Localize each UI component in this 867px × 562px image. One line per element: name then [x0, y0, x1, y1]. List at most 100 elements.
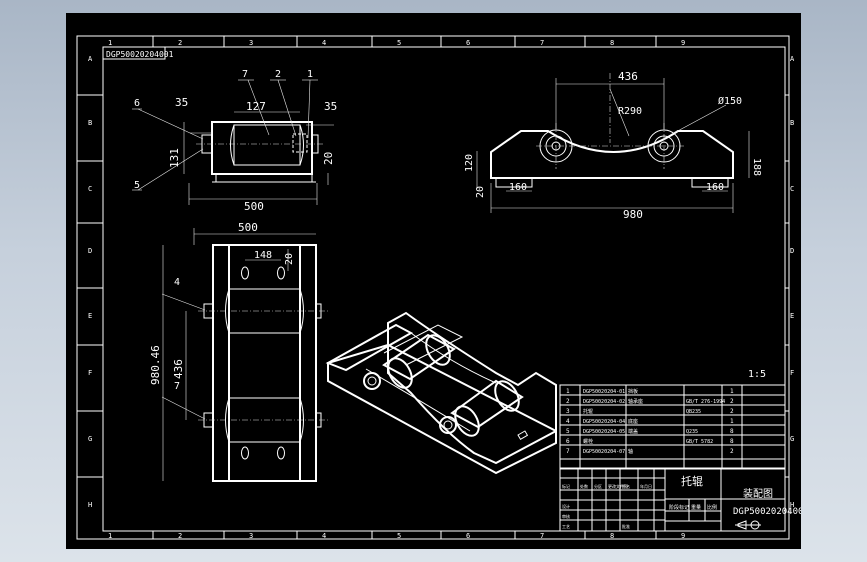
- title-scale-label: 比例: [707, 504, 717, 511]
- zone-col-top-3: 3: [249, 39, 253, 47]
- zone-col-top-5: 5: [397, 39, 401, 47]
- bom-code: DGP50020204-07: [583, 449, 625, 455]
- zone-col-bottom-5: 5: [397, 532, 401, 540]
- zone-row-left-F: F: [88, 369, 92, 377]
- bom-code: DGP50020204-01: [583, 389, 625, 395]
- bom-no: 1: [566, 388, 570, 395]
- top-dim-148: 148: [254, 250, 272, 261]
- top-part-4: 4: [174, 277, 180, 288]
- side-dim-dia150: Ø150: [718, 95, 742, 107]
- side-dim-160-right: 160: [706, 182, 724, 193]
- zone-col-top-6: 6: [466, 39, 470, 47]
- title-assembly: 装配图: [743, 487, 773, 500]
- bom-qty: 1: [730, 388, 734, 395]
- zone-row-left-G: G: [88, 435, 92, 443]
- projection-symbol: [735, 520, 761, 530]
- top-dim-436: 436: [172, 359, 185, 379]
- top-dim-500: 500: [238, 221, 258, 234]
- zone-col-bottom-1: 1: [108, 532, 112, 540]
- front-view: 7 2 1 6 5 35 127 35 131 20 500: [132, 69, 337, 213]
- bom-name: 轴承座: [628, 398, 643, 405]
- isometric-view: [325, 311, 557, 475]
- side-dim-120: 120: [464, 154, 475, 172]
- side-dim-188: 188: [751, 158, 762, 176]
- title-small-label: 签名: [622, 483, 630, 489]
- bom-spec: Q235: [686, 429, 698, 435]
- bom-code: DGP50020204-02: [583, 399, 625, 405]
- title-small-label: 工艺: [562, 524, 570, 529]
- zone-col-bottom-2: 2: [178, 532, 182, 540]
- zone-row-left-H: H: [88, 501, 92, 509]
- side-dim-980: 980: [623, 208, 643, 221]
- bom-no: 6: [566, 438, 570, 445]
- bom-qty: 1: [730, 418, 734, 425]
- zone-col-bottom-8: 8: [610, 532, 614, 540]
- title-small-label: 标记: [562, 483, 570, 489]
- iso-roller-back: [382, 333, 456, 389]
- bom-spec: QB235: [686, 409, 701, 415]
- bom-spec: GB/T 276-1994: [686, 399, 725, 405]
- code-box-text: DGP50020204001: [106, 50, 174, 59]
- zone-col-top-1: 1: [108, 39, 112, 47]
- zone-col-top-2: 2: [178, 39, 182, 47]
- zone-row-right-C: C: [790, 185, 794, 193]
- front-part-7: 7: [242, 69, 248, 80]
- zone-row-right-E: E: [790, 312, 794, 320]
- front-part-1: 1: [307, 69, 313, 80]
- side-view: 436 R290 Ø150 120 20 160 160 188 980: [464, 70, 762, 221]
- title-small-label: 批准: [622, 523, 630, 529]
- top-dim-980: 980.46: [149, 345, 162, 385]
- bom-no: 2: [566, 398, 570, 405]
- zone-row-right-F: F: [790, 369, 794, 377]
- front-dim-127: 127: [246, 100, 266, 113]
- bom-no: 4: [566, 418, 570, 425]
- title-stage-label: 阶段标记: [669, 504, 689, 511]
- top-dim-20: 20: [284, 253, 295, 265]
- front-dim-500: 500: [244, 200, 264, 213]
- title-name: 托辊: [681, 474, 703, 488]
- bom-code: 托辊: [583, 408, 593, 415]
- bom-spec: GB/T 5782: [686, 439, 713, 445]
- title-block-grid: 标记处数分区更改文件号签名年月日设计审核工艺批准: [560, 468, 665, 531]
- bom-code: DGP50020204-04: [583, 419, 625, 425]
- front-dim-131: 131: [168, 148, 181, 168]
- iso-roller-front: [450, 379, 524, 437]
- front-part-5: 5: [134, 180, 140, 191]
- zone-col-bottom-9: 9: [681, 532, 685, 540]
- front-part-6: 6: [134, 98, 140, 109]
- bom-qty: 8: [730, 438, 734, 445]
- zone-row-left-D: D: [88, 247, 92, 255]
- zone-row-right-H: H: [790, 501, 794, 509]
- zone-col-bottom-4: 4: [322, 532, 326, 540]
- zone-row-right-A: A: [790, 55, 795, 63]
- top-view: 4 7 500 148 20 980.46 436: [149, 221, 328, 482]
- code-box: [102, 46, 166, 60]
- bom-name: 端盖: [628, 428, 638, 435]
- title-small-label: 更改文件号: [608, 483, 628, 489]
- zone-row-left-C: C: [88, 185, 92, 193]
- title-small-label: 处数: [580, 483, 588, 489]
- zone-row-left-B: B: [88, 119, 92, 127]
- zone-col-top-9: 9: [681, 39, 685, 47]
- zone-row-right-D: D: [790, 247, 794, 255]
- drawing-border: [76, 35, 790, 540]
- bom-no: 7: [566, 448, 570, 455]
- bom-qty: 8: [730, 428, 734, 435]
- side-dim-160-left: 160: [509, 182, 527, 193]
- front-dim-35-left: 35: [175, 96, 188, 109]
- bom-qty: 2: [730, 448, 734, 455]
- title-small-label: 审核: [562, 513, 570, 519]
- zone-col-top-4: 4: [322, 39, 326, 47]
- bom-qty: 2: [730, 408, 734, 415]
- zone-col-bottom-7: 7: [540, 532, 544, 540]
- zone-row-left-A: A: [88, 55, 93, 63]
